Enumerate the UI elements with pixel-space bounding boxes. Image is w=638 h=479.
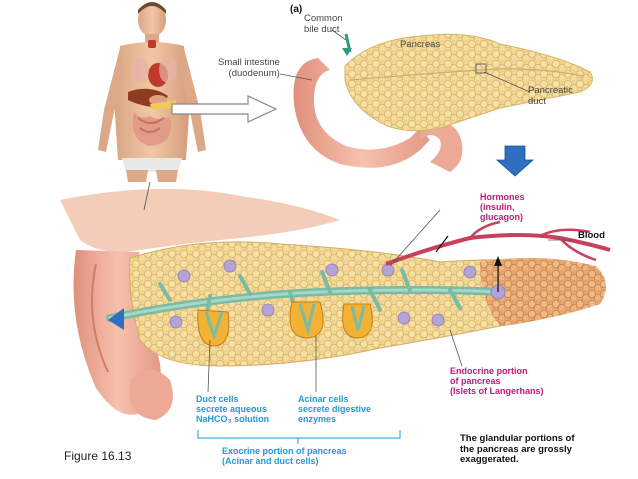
panel-label: (a) <box>290 4 302 15</box>
figure-caption: Figure 16.13 <box>64 450 131 463</box>
common-bile-duct-label: Common bile duct <box>304 14 343 35</box>
human-body-figure <box>98 2 206 182</box>
acinar-cells-label: Acinar cells secrete digestive enzymes <box>298 394 371 424</box>
down-arrow-icon <box>497 146 533 176</box>
pancreatic-duct-label: Pancreatic duct <box>528 86 573 107</box>
duct-cells-label: Duct cells secrete aqueous NaHCO₃ soluti… <box>196 394 269 424</box>
exocrine-label: Exocrine portion of pancreas (Acinar and… <box>222 446 347 466</box>
exocrine-bracket <box>198 430 400 444</box>
note-label: The glandular portions of the pancreas a… <box>460 434 575 465</box>
small-intestine-label: Small intestine (duodenum) <box>218 58 280 79</box>
hormones-label: Hormones (insulin, glucagon) <box>480 192 525 222</box>
endocrine-label: Endocrine portion of pancreas (Islets of… <box>450 366 544 396</box>
blood-label: Blood <box>578 231 605 242</box>
pancreas-label: Pancreas <box>400 40 440 51</box>
